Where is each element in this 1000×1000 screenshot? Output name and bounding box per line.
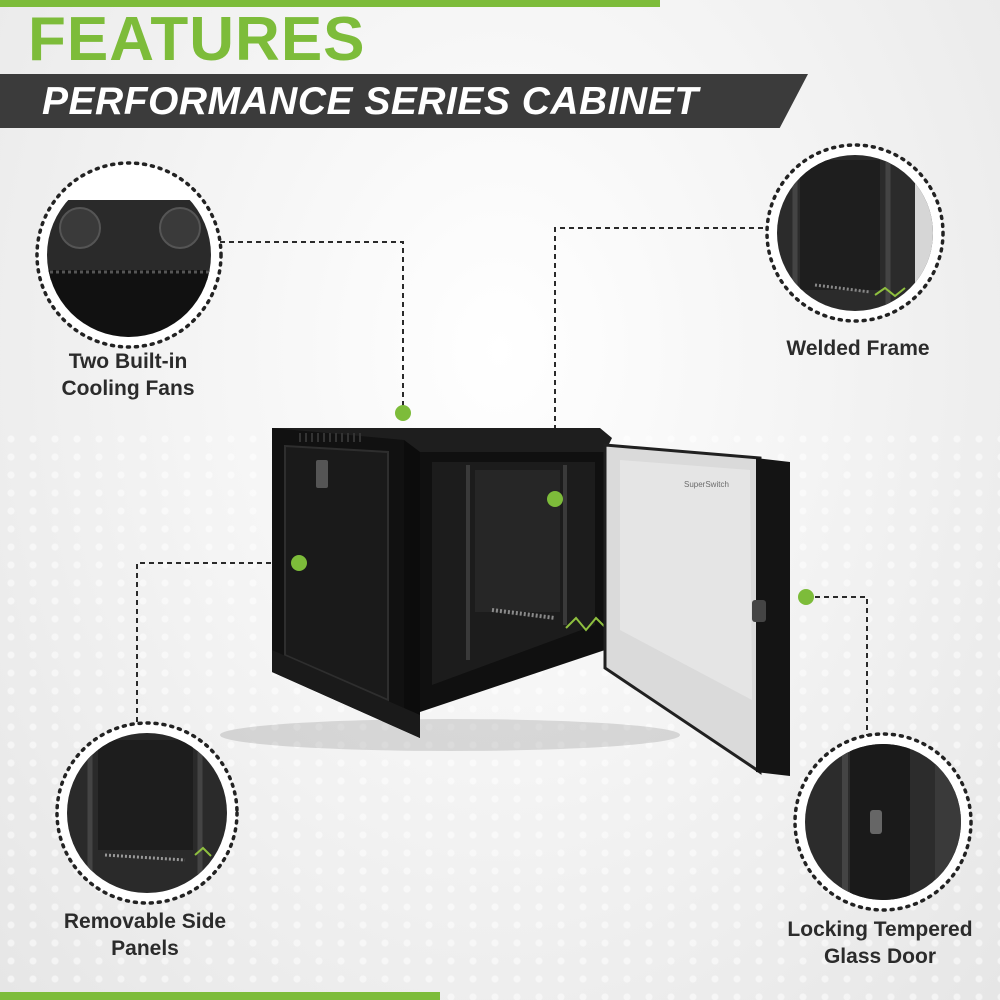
- page-title: FEATURES: [28, 5, 366, 74]
- connector-glass-door: [806, 596, 868, 740]
- subtitle-band: [0, 74, 808, 128]
- bottom-accent-bar: [0, 992, 440, 1000]
- door-lock-icon: [752, 600, 766, 622]
- connector-cooling-fans: [220, 241, 404, 410]
- fan-icon: [59, 207, 101, 249]
- label-glass-door-line2: Glass Door: [823, 945, 937, 968]
- label-side-panels-line1: Removable Side: [63, 910, 227, 933]
- marker-welded-frame: [547, 491, 563, 507]
- marker-cooling-fans: [395, 405, 411, 421]
- page-subtitle: PERFORMANCE SERIES CABINET: [42, 80, 699, 123]
- label-welded-frame: Welded Frame: [738, 335, 978, 362]
- label-glass-door-line1: Locking Tempered: [787, 918, 973, 941]
- cabinet-back-wall: [475, 470, 560, 612]
- connector-welded-frame: [554, 227, 763, 497]
- label-cooling-fans-line1: Two Built-in: [68, 350, 188, 373]
- callout-circle-cooling-fans: [35, 161, 223, 349]
- glass-door-frame: [756, 458, 790, 776]
- cabinet-top: [272, 428, 612, 452]
- connector-lines: [136, 227, 868, 740]
- top-vent: [299, 433, 361, 442]
- label-side-panels: Removable Side Panels: [30, 908, 260, 962]
- cabinet-shadow: [220, 719, 680, 751]
- cabinet-base: [272, 650, 420, 738]
- door-logo: SuperSwitch: [684, 480, 729, 489]
- front-left-edge: [404, 440, 420, 738]
- cabinet: SuperSwitch: [220, 428, 790, 776]
- top-accent-bar: [0, 0, 660, 7]
- glass-door-reflection: [620, 460, 752, 700]
- callout-circle-welded-frame: [765, 143, 945, 323]
- ground-wire: [565, 616, 607, 632]
- fan-icon: [159, 207, 201, 249]
- label-side-panels-line2: Panels: [111, 937, 179, 960]
- label-cooling-fans: Two Built-in Cooling Fans: [28, 348, 228, 402]
- side-panel-inset: [284, 444, 389, 702]
- label-welded-frame-line1: Welded Frame: [786, 337, 930, 360]
- callout-markers: [291, 405, 814, 605]
- label-glass-door: Locking Tempered Glass Door: [760, 916, 1000, 970]
- marker-glass-door: [798, 589, 814, 605]
- label-cooling-fans-line2: Cooling Fans: [61, 377, 195, 400]
- marker-side-panels: [291, 555, 307, 571]
- side-lock-icon: [316, 460, 328, 488]
- bottom-vent-slot: [491, 608, 556, 620]
- callout-circle-side-panels: [55, 721, 239, 905]
- key-lock-icon: [870, 810, 882, 834]
- callout-circle-glass-door: [793, 732, 973, 912]
